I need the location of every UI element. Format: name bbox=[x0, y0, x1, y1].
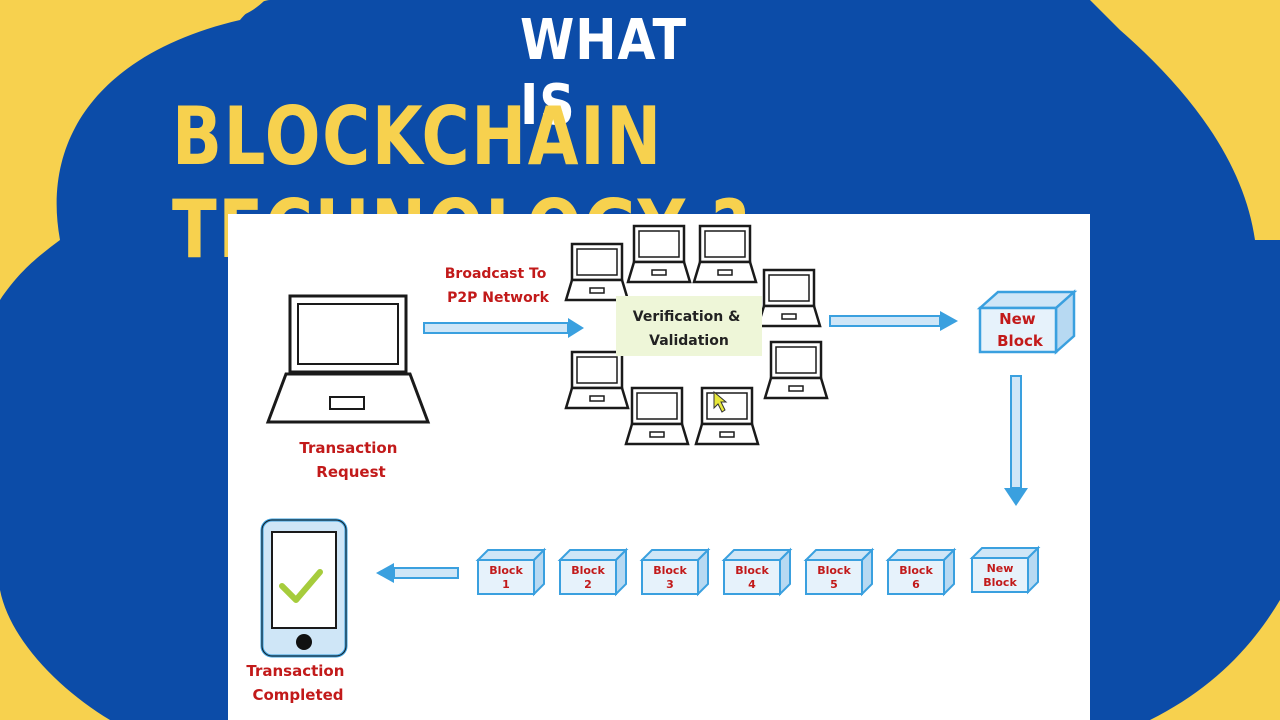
smartphone-icon bbox=[260, 518, 348, 658]
network-laptop-icon bbox=[624, 386, 690, 446]
verification-box bbox=[616, 296, 762, 356]
network-laptop-icon bbox=[763, 340, 829, 400]
network-laptop-icon bbox=[692, 224, 758, 284]
arrow-icon bbox=[423, 318, 584, 338]
arrow-icon bbox=[829, 311, 958, 331]
checkmark-icon bbox=[279, 569, 323, 603]
yellow-corner-left bbox=[0, 0, 265, 240]
network-laptop-icon bbox=[694, 386, 760, 446]
yellow-corner bbox=[1090, 0, 1280, 240]
title-line-1: WHAT IS bbox=[520, 8, 688, 138]
mouse-cursor-icon bbox=[713, 390, 728, 413]
network-laptop-icon bbox=[564, 242, 630, 302]
blockchain-diagram: Transaction Request Broadcast To P2P Net… bbox=[228, 214, 1090, 720]
verification-label: Verification & Validation bbox=[633, 309, 745, 349]
arrow-icon bbox=[1004, 375, 1028, 506]
network-laptop-icon bbox=[626, 224, 692, 284]
transaction-request-label: Transaction Request bbox=[299, 439, 402, 481]
broadcast-label: Broadcast To P2P Network bbox=[445, 266, 552, 306]
new-block-cube-icon bbox=[976, 289, 1078, 355]
transaction-completed-label: Transaction Completed bbox=[246, 662, 349, 704]
network-laptop-icon bbox=[756, 268, 822, 328]
laptop-icon bbox=[265, 294, 431, 424]
network-laptop-icon bbox=[564, 350, 630, 410]
arrow-icon bbox=[376, 563, 459, 583]
new-block-label: New Block bbox=[997, 310, 1044, 350]
